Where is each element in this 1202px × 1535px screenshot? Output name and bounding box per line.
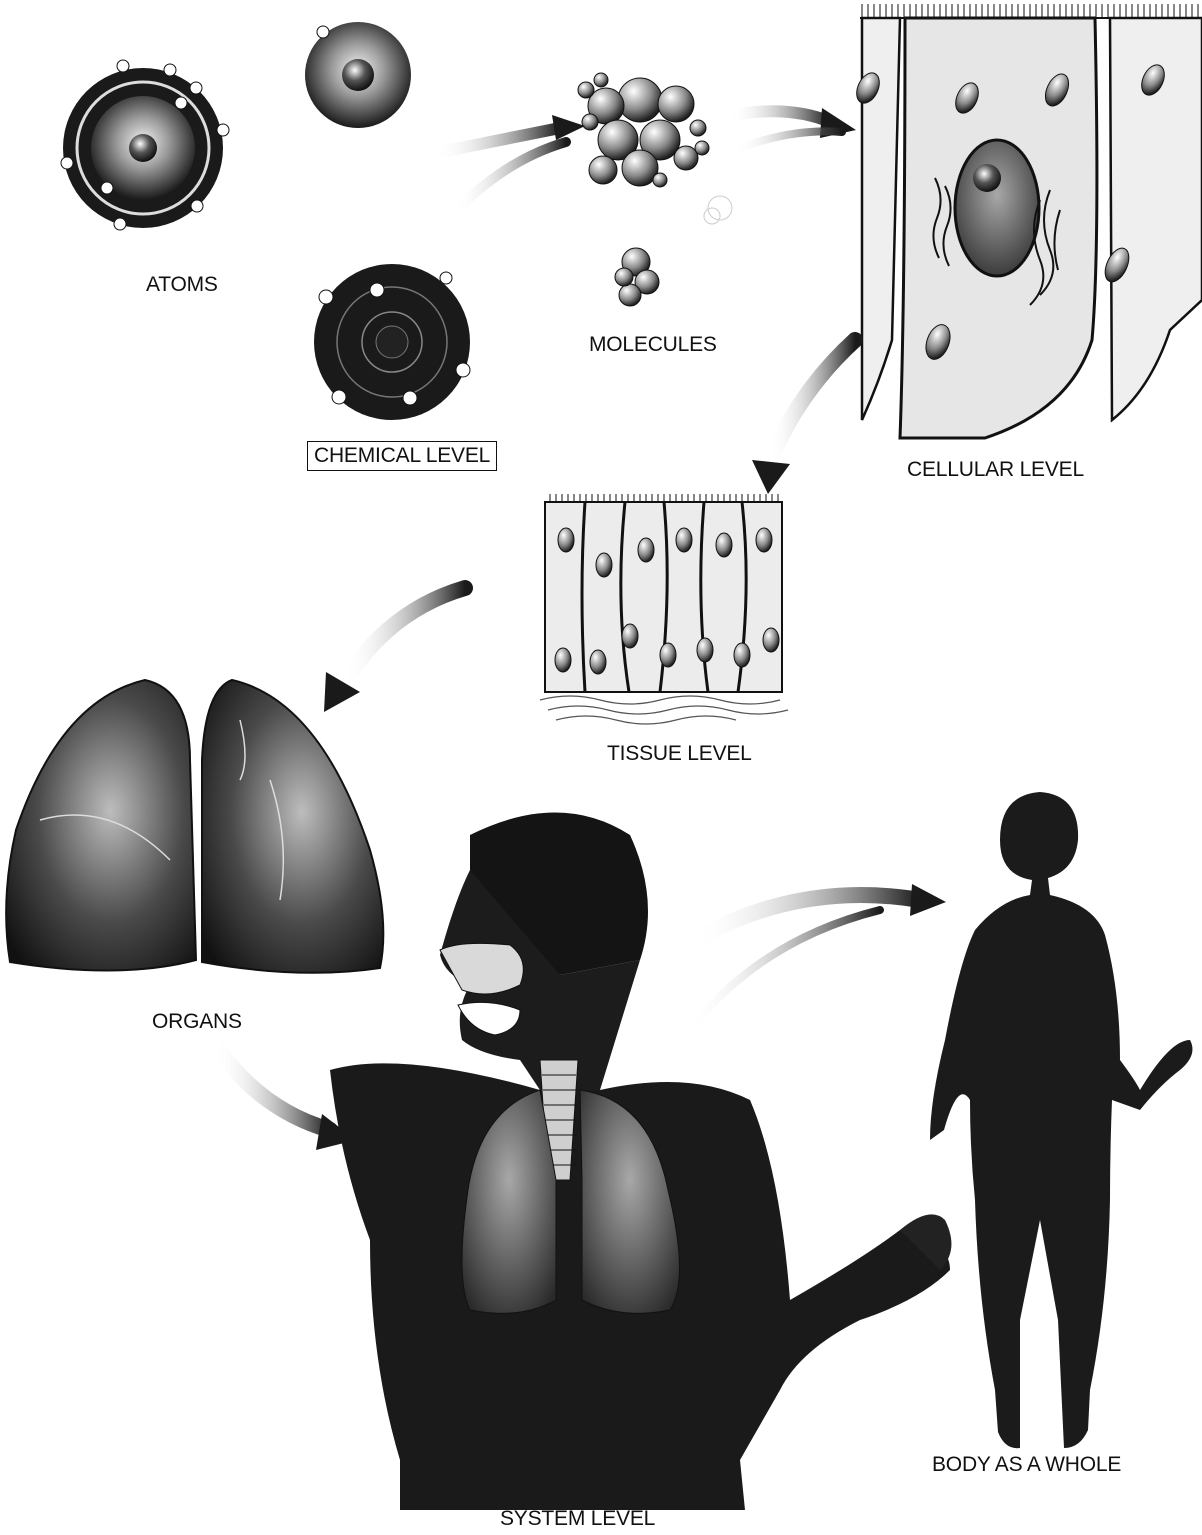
molecule-faint [704,196,732,224]
label-organs: ORGANS [152,1010,242,1034]
label-atoms: ATOMS [146,273,218,297]
arrow-chemical-to-molecules [455,142,566,212]
label-chemical-level: CHEMICAL LEVEL [307,441,497,471]
body-as-a-whole-illustration [930,792,1192,1448]
atom-medium [314,264,470,420]
label-cellular-level: CELLULAR LEVEL [907,458,1084,482]
label-body-as-a-whole: BODY AS A WHOLE [932,1453,1121,1477]
atom-small [305,22,411,128]
cell-illustration [852,2,1202,438]
atom-large [61,60,229,230]
molecule-large [578,73,709,187]
molecule-small [615,248,659,306]
arrow-organs-to-system [215,1045,330,1130]
arrow-cell-to-tissue [770,340,855,460]
arrow-molecules-to-cell [730,111,830,122]
tissue-illustration [540,494,788,724]
label-tissue-level: TISSUE LEVEL [607,742,752,766]
label-molecules: MOLECULES [589,333,717,357]
organs-illustration [6,680,383,973]
label-system-level: SYSTEM LEVEL [500,1507,655,1531]
arrow-tissue-to-organs [345,588,465,680]
